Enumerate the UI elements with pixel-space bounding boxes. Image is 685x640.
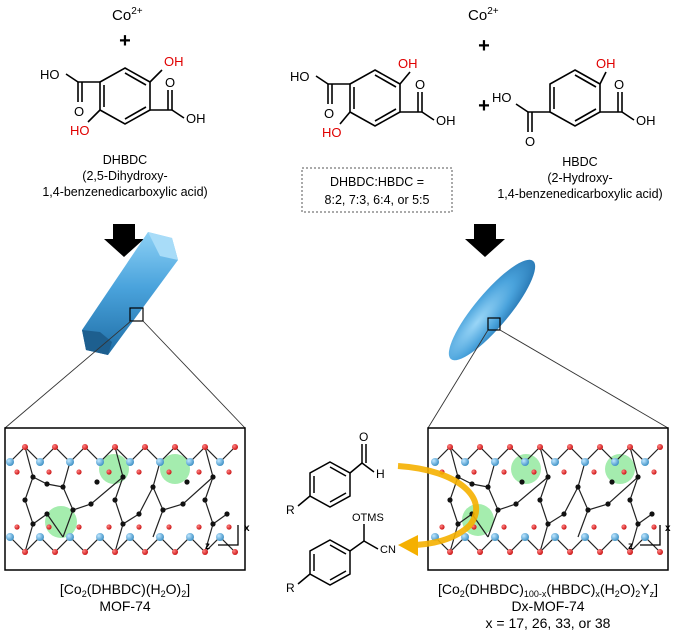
hbdc-oh-acid: OH <box>636 113 656 128</box>
zoom-line-left-a <box>4 320 132 429</box>
hbdc-name-1: (2-Hydroxy- <box>547 171 612 185</box>
left-plus-sign: + <box>119 30 131 52</box>
left-oh-top: OH <box>164 54 184 69</box>
left-ligand-name-1: (2,5-Dihydroxy- <box>82 169 167 183</box>
hbdc-name-2: 1,4-benzenedicarboxylic acid) <box>497 187 662 201</box>
right-axis-z: z <box>628 541 633 552</box>
left-product-formula: [Co2(DHBDC)(H2O)2] <box>60 581 190 599</box>
aldehyde-o: O <box>359 430 368 444</box>
zoom-line-left-b <box>142 320 246 429</box>
curved-arrow-icon <box>397 463 479 556</box>
mid-o-acid2: O <box>415 77 425 92</box>
mid-o-acid: O <box>324 106 334 121</box>
cyanohydrin-structure <box>297 524 379 586</box>
left-product-name: MOF-74 <box>99 598 151 614</box>
right-plus-sign-mid: + <box>478 95 490 117</box>
right-x-values: x = 17, 26, 33, or 38 <box>486 615 611 631</box>
mid-ho-bottom: HO <box>322 125 342 140</box>
left-o-acid2: O <box>165 75 175 90</box>
product-otms: OTMS <box>352 512 384 524</box>
right-plus-sign-top: + <box>478 35 490 57</box>
crystal-ellipsoid <box>448 259 536 361</box>
mof74-lattice-box: x z <box>4 427 250 571</box>
crystal-rod <box>82 232 178 355</box>
down-arrow-icon <box>465 224 505 257</box>
down-arrow-icon <box>104 224 144 257</box>
mid-oh-acid: OH <box>436 113 456 128</box>
right-metal-ion: Co2+ <box>468 6 499 24</box>
mid-oh-top: OH <box>398 56 418 71</box>
left-ho-bottom: HO <box>70 123 90 138</box>
left-metal-ion: Co2+ <box>112 6 143 24</box>
right-product-name: Dx-MOF-74 <box>511 598 584 614</box>
left-axis-z: z <box>205 541 210 552</box>
dx-mof74-lattice-box: x z <box>427 427 671 571</box>
left-ligand-abbr: DHBDC <box>103 153 147 167</box>
hbdc-oh-top: OH <box>596 56 616 71</box>
mid-ho-acid: HO <box>290 69 310 84</box>
axis-icon <box>640 525 661 546</box>
hbdc-ho-acid: HO <box>492 90 512 105</box>
aldehyde-r: R <box>286 503 295 517</box>
hbdc-structure <box>515 69 635 132</box>
dhbdc-structure-mid <box>315 69 435 127</box>
hbdc-o-acid: O <box>525 134 535 149</box>
hbdc-o-acid2: O <box>614 77 624 92</box>
product-cn: CN <box>380 544 396 556</box>
left-axis-x: x <box>244 523 250 534</box>
left-ho-acid: HO <box>40 67 60 82</box>
ratio-line-1: DHBDC:HBDC = <box>330 175 424 189</box>
zoom-line-right-a <box>427 329 489 429</box>
left-ligand-name-2: 1,4-benzenedicarboxylic acid) <box>42 185 207 199</box>
left-o-acid: O <box>74 104 84 119</box>
left-oh-acid: OH <box>186 111 206 126</box>
axis-icon <box>218 525 239 546</box>
product-r: R <box>286 581 295 595</box>
right-axis-x: x <box>665 523 671 534</box>
dhbdc-structure-left <box>65 67 185 125</box>
zoom-line-right-b <box>499 329 669 429</box>
ratio-box: DHBDC:HBDC = 8:2, 7:3, 6:4, or 5:5 <box>301 167 453 213</box>
benzaldehyde-structure <box>297 444 375 508</box>
hbdc-abbr: HBDC <box>562 155 597 169</box>
ratio-line-2: 8:2, 7:3, 6:4, or 5:5 <box>325 193 430 207</box>
right-product-formula: [Co2(DHBDC)100-x(HBDC)x(H2O)2Yz] <box>438 581 658 599</box>
aldehyde-h: H <box>376 467 385 481</box>
